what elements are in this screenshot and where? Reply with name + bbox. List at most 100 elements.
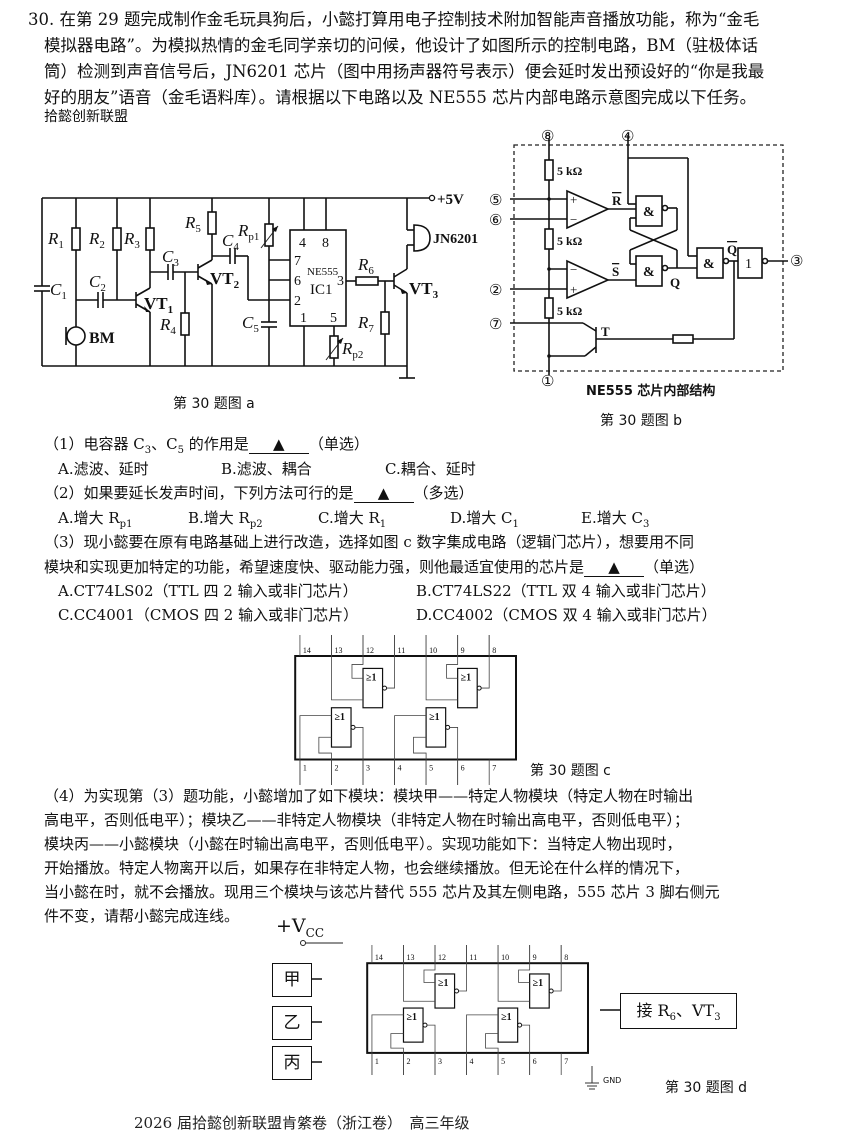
pin-5-circle: ⑤ (489, 193, 502, 209)
gate-output-wire (458, 945, 467, 992)
gate-input-wire (403, 945, 436, 1002)
sub2-type: （多选） (413, 484, 474, 502)
nor-bubble-3 (350, 724, 356, 730)
intro-text-1: 在第 29 题完成制作金毛玩具狗后，小懿打算用电子控制技术附加智能声音播放功能，… (59, 10, 760, 29)
label-c2: C2 (89, 272, 106, 294)
sub4-line-5: 当小懿在时，就不会播放。现用三个模块与该芯片替代 555 芯片及其左侧电路，55… (44, 883, 720, 901)
nor-bubble-2 (548, 988, 554, 994)
answer-blank-1[interactable]: ▲ (248, 435, 309, 454)
label-c3: C3 (162, 247, 179, 269)
top-pin-number-11: 11 (470, 953, 478, 962)
nor-bubble-2 (476, 685, 482, 691)
bottom-pin-number-1: 1 (303, 764, 307, 773)
answer-blank-2[interactable]: ▲ (353, 484, 414, 503)
module-jia[interactable]: 甲 (272, 963, 312, 997)
module-yi[interactable]: 乙 (272, 1006, 312, 1040)
pin-3-circle: ③ (790, 254, 803, 270)
nor-gate-label-2: ≥1 (461, 672, 472, 683)
nor-gate-label-4: ≥1 (429, 712, 440, 723)
top-pin-number-14: 14 (303, 646, 311, 655)
gate-output-wire (355, 727, 364, 785)
label-vt2: VT2 (210, 269, 240, 291)
figure-c-caption: 第 30 题图 c (530, 763, 611, 779)
bottom-pin-number-7: 7 (564, 1057, 568, 1066)
label-ic-ref: IC1 (310, 282, 333, 298)
figure-b-ne555-internal: ⑧ ④ ⑤ ⑥ ② ⑦ ① ③ 5 kΩ 5 kΩ 5 kΩ + − − + R… (489, 129, 803, 399)
top-pin-number-12: 12 (438, 953, 446, 962)
sub2-stem-text: （2）如果要延长发声时间，下列方法可行的是 (44, 484, 354, 502)
label-r5: R5 (184, 213, 201, 235)
sub1-option-a: A.滤波、延时 (58, 460, 149, 478)
bottom-pin-number-4: 4 (470, 1057, 474, 1066)
sub2-option-b: B.增大 Rp2 (188, 509, 263, 530)
pin-7: 7 (294, 254, 301, 269)
label-s-bar: S (612, 264, 619, 279)
sub2-option-d: D.增大 C1 (450, 509, 519, 530)
sub1-option-c: C.耦合、延时 (385, 460, 476, 478)
sub3-option-d: D.CC4002（CMOS 双 4 输入或非门芯片） (416, 606, 717, 624)
top-pin-number-9: 9 (461, 646, 465, 655)
gate-input-wire (485, 1033, 499, 1075)
gate-output-wire (481, 635, 490, 689)
label-vt3: VT3 (409, 279, 439, 301)
sub1-stem-pre: （1）电容器 C (44, 435, 145, 453)
pin-4: 4 (299, 236, 306, 251)
pin-6-circle: ⑥ (489, 213, 502, 229)
pin-1-circle: ① (541, 374, 554, 390)
sub3-option-b: B.CT74LS22（TTL 双 4 输入或非门芯片） (416, 582, 716, 600)
question-number: 30. (28, 10, 55, 29)
answer-blank-3[interactable]: ▲ (584, 558, 645, 577)
nor-bubble-1 (454, 988, 460, 994)
sub4-line-3: 模块丙——小懿模块（小懿在时输出高电平，否则低电平）。实现功能如下：当特定人物出… (44, 835, 682, 853)
comp2-minus: − (570, 262, 577, 277)
output-box-r6-vt3[interactable]: 接 R6、VT3 (620, 993, 737, 1029)
chip-body (366, 962, 590, 1054)
label-speaker: JN6201 (433, 232, 478, 247)
label-ic-name: NE555 (307, 266, 339, 278)
gate-input-wire (497, 945, 530, 1002)
gate-input-wire (351, 635, 364, 679)
label-c4: C4 (222, 231, 239, 253)
not-gate-label: 1 (745, 257, 752, 272)
pin-2-circle: ② (489, 283, 502, 299)
sub4-line-2: 高电平，否则低电平）；模块乙——非特定人物模块（非特定人物在时输出高电平，否则低… (44, 811, 690, 829)
label-c1: C1 (50, 280, 67, 302)
module-bing[interactable]: 丙 (272, 1046, 312, 1080)
gate-output-wire (427, 1024, 436, 1075)
sub4-line-1: （4）为实现第（3）题功能，小懿增加了如下模块：模块甲——特定人物模块（特定人物… (44, 787, 694, 805)
top-pin-number-8: 8 (492, 646, 496, 655)
top-pin-number-14: 14 (375, 953, 383, 962)
bottom-pin-number-5: 5 (501, 1057, 505, 1066)
gate-input-wire (423, 945, 436, 983)
gate-output-wire (386, 635, 395, 689)
label-r4: R4 (159, 315, 176, 337)
sub1-stem-post: 的作用是 (184, 435, 249, 453)
sub1-sub-a: 3 (144, 445, 152, 456)
label-r2: R2 (88, 229, 105, 251)
gate-input-wire (466, 1014, 499, 1075)
bottom-pin-number-2: 2 (406, 1057, 410, 1066)
label-c5: C5 (242, 313, 259, 335)
nor-gate-label-1: ≥1 (366, 672, 377, 683)
nor-gate-label-4: ≥1 (501, 1012, 512, 1023)
figure-a-caption: 第 30 题图 a (173, 396, 255, 412)
comp1-plus: + (570, 192, 577, 207)
label-t: T (601, 324, 610, 339)
bottom-pin-number-2: 2 (334, 764, 338, 773)
sub2-stem: （2）如果要延长发声时间，下列方法可行的是▲（多选） (44, 481, 474, 506)
sub1-stem-mid: 、C (151, 435, 178, 453)
label-r-bar: R (612, 193, 622, 208)
bottom-pin-number-4: 4 (398, 764, 402, 773)
sub1-stem: （1）电容器 C3、C5 的作用是▲（单选） (44, 432, 369, 464)
chip-body (294, 655, 518, 761)
sub2-option-c: C.增大 R1 (318, 509, 387, 530)
nor-gate-label-3: ≥1 (406, 1012, 417, 1023)
sub1-sub-b: 5 (177, 445, 185, 456)
pin-2: 2 (294, 294, 301, 309)
nor-gate-label-1: ≥1 (438, 978, 449, 989)
comp1-minus: − (570, 212, 577, 227)
nor-gate-label-3: ≥1 (334, 712, 345, 723)
label-rp1: Rp1 (237, 221, 259, 243)
